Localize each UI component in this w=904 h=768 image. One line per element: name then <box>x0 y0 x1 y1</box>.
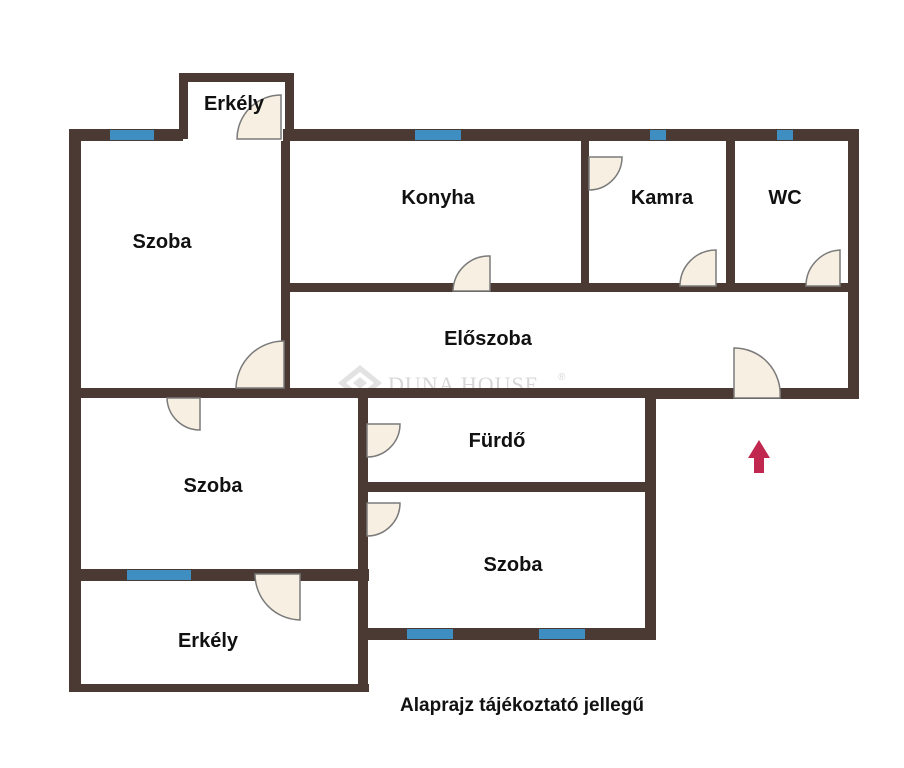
door <box>366 502 401 537</box>
up-arrow-icon <box>748 440 770 473</box>
room-label-konyha: Konyha <box>401 187 475 209</box>
room-label-erkely-top: Erkély <box>204 93 265 115</box>
window <box>407 629 453 639</box>
window <box>127 570 191 580</box>
window <box>110 130 154 140</box>
door <box>679 249 717 287</box>
watermark-registered: ® <box>558 372 566 383</box>
windows <box>110 130 793 639</box>
room-labels: Erkély Szoba Konyha Kamra WC Előszoba Sz… <box>133 93 802 652</box>
door <box>236 94 282 140</box>
door <box>366 423 401 458</box>
room-label-furdo: Fürdő <box>469 430 526 452</box>
window <box>539 629 585 639</box>
room-label-erkely-bottom: Erkély <box>178 630 239 652</box>
plan-caption: Alaprajz tájékoztató jellegű <box>400 695 644 716</box>
door <box>588 156 623 191</box>
door <box>805 249 841 287</box>
room-label-wc: WC <box>768 187 801 209</box>
room-label-eloszoba: Előszoba <box>444 328 533 350</box>
doors <box>166 94 841 621</box>
window <box>415 130 461 140</box>
room-label-szoba-top-left: Szoba <box>133 231 193 253</box>
door <box>733 347 781 399</box>
room-label-szoba-bottom-right: Szoba <box>484 554 544 576</box>
door <box>254 573 301 621</box>
room-label-szoba-middle: Szoba <box>184 475 244 497</box>
window <box>650 130 666 140</box>
window <box>777 130 793 140</box>
door <box>235 340 285 389</box>
door <box>452 255 491 292</box>
door <box>166 397 201 431</box>
room-label-kamra: Kamra <box>631 187 694 209</box>
